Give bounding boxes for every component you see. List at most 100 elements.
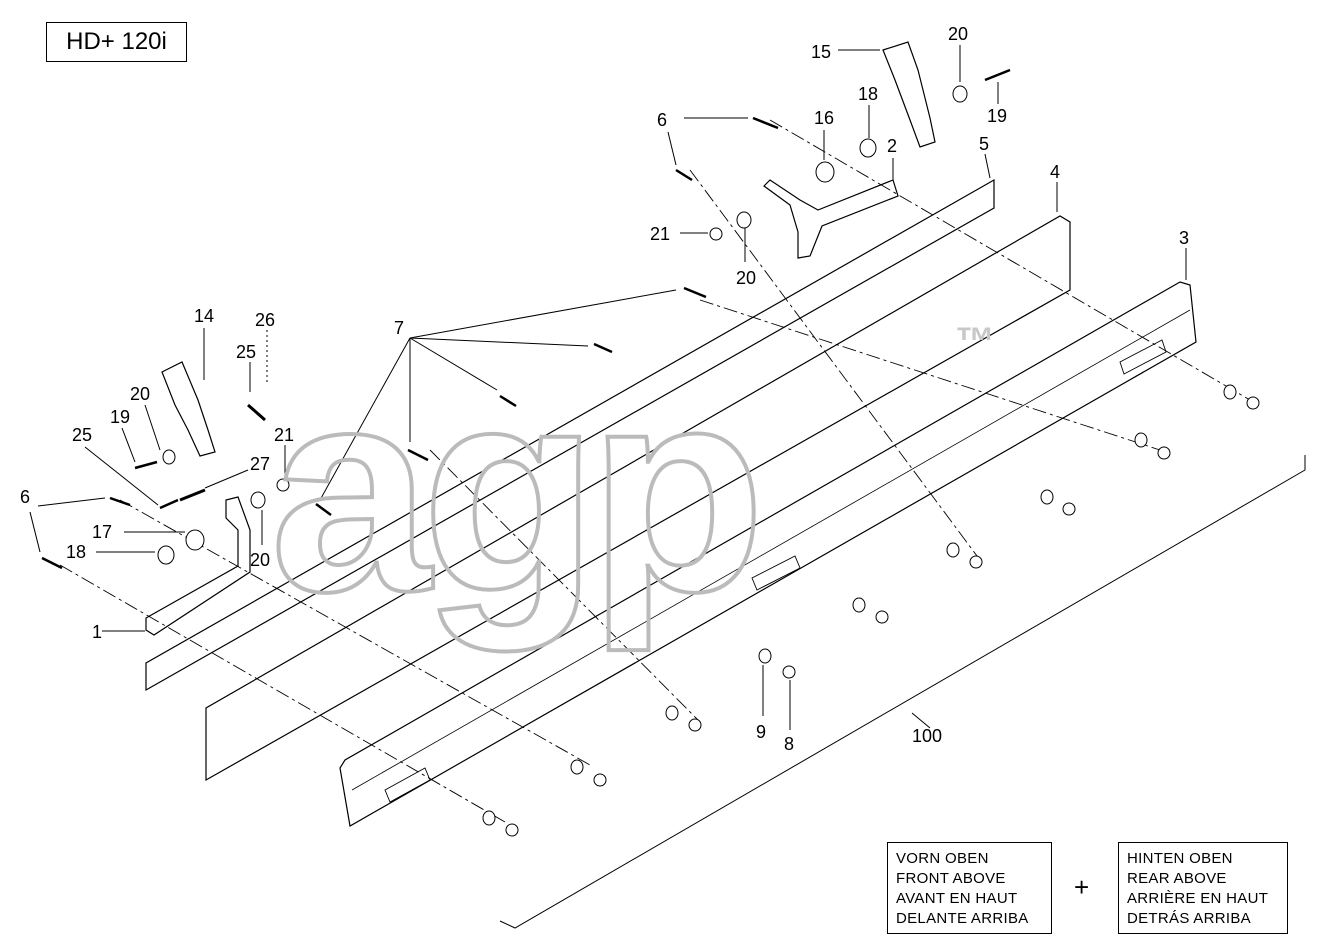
callout-8: 8 xyxy=(784,734,794,754)
leader-6b xyxy=(667,131,677,166)
callout-20: 20 xyxy=(948,24,968,44)
axis-line xyxy=(769,119,1251,401)
spring-icon xyxy=(815,161,835,183)
bolt-icon xyxy=(499,394,517,408)
callout-18: 18 xyxy=(66,542,86,562)
nut-icon xyxy=(709,227,723,241)
clip-icon xyxy=(247,403,266,422)
callout-16: 16 xyxy=(814,108,834,128)
axis-line xyxy=(429,449,701,723)
callout-4: 4 xyxy=(1050,162,1060,182)
nut-icon xyxy=(593,773,607,787)
part-3-slot-b xyxy=(751,555,801,591)
part-15-plate xyxy=(882,41,936,148)
callout-6: 6 xyxy=(20,487,30,507)
callout-7: 7 xyxy=(394,318,404,338)
legend-line: REAR ABOVE xyxy=(1127,870,1227,887)
part-2-bracket xyxy=(763,179,899,259)
nut-icon xyxy=(688,718,702,732)
legend-line: ARRIÈRE EN HAUT xyxy=(1127,890,1269,907)
callout-15: 15 xyxy=(811,42,831,62)
leader-27 xyxy=(204,469,249,489)
part-4-plate xyxy=(205,215,1071,782)
washer-icon xyxy=(1134,432,1148,448)
nut-icon xyxy=(505,823,519,837)
bushing-icon xyxy=(859,138,877,158)
spring-icon xyxy=(185,529,205,551)
bolt-icon xyxy=(407,448,429,462)
leader-7a xyxy=(409,289,677,339)
legend-rear-above: HINTEN OBEN REAR ABOVE ARRIÈRE EN HAUT D… xyxy=(1118,842,1288,934)
legend-line: DELANTE ARRIBA xyxy=(896,910,1029,927)
part-3-slot-c xyxy=(1119,339,1167,375)
callout-25: 25 xyxy=(72,425,92,445)
washer-icon xyxy=(952,85,968,103)
callout-19: 19 xyxy=(110,407,130,427)
washer-icon xyxy=(758,648,772,664)
leader-19b xyxy=(121,427,136,463)
callout-2: 2 xyxy=(887,136,897,156)
axis-line xyxy=(59,564,506,823)
part-1-bracket xyxy=(145,496,251,636)
washer-icon xyxy=(250,491,266,509)
leader-7b xyxy=(409,337,589,347)
callout-17: 17 xyxy=(92,522,112,542)
washer-icon xyxy=(736,211,752,229)
bolt-icon xyxy=(315,502,332,517)
bolt-icon xyxy=(593,342,613,354)
washer-icon xyxy=(1223,384,1237,400)
plus-sign: + xyxy=(1074,872,1090,902)
nut-icon xyxy=(1157,446,1171,460)
callout-27: 27 xyxy=(250,454,270,474)
bolt-icon xyxy=(134,460,158,470)
part-14-plate xyxy=(161,361,216,457)
part-3-channel xyxy=(339,281,1197,827)
model-title: HD+ 120i xyxy=(46,22,187,62)
callout-5: 5 xyxy=(979,134,989,154)
callout-20: 20 xyxy=(130,384,150,404)
leader-25b xyxy=(84,446,159,506)
callout-1: 1 xyxy=(92,622,102,642)
callout-20: 20 xyxy=(736,268,756,288)
callout-26: 26 xyxy=(255,310,275,330)
washer-icon xyxy=(665,705,679,721)
legend-line: VORN OBEN xyxy=(896,850,989,867)
callout-21: 21 xyxy=(650,224,670,244)
leader-6c xyxy=(37,497,106,507)
washer-icon xyxy=(570,759,584,775)
leader-7c xyxy=(409,337,498,391)
long-strip xyxy=(145,178,995,692)
callout-9: 9 xyxy=(756,722,766,742)
leader-100 xyxy=(911,712,931,729)
nut-icon xyxy=(1062,502,1076,516)
washer-icon xyxy=(946,542,960,558)
callout-20: 20 xyxy=(250,550,270,570)
leader-7e xyxy=(319,337,411,501)
watermark-trademark: ™ xyxy=(955,320,996,364)
nut-icon xyxy=(1246,396,1260,410)
nut-icon xyxy=(969,555,983,569)
legend-line: DETRÁS ARRIBA xyxy=(1127,910,1251,927)
washer-icon xyxy=(1040,489,1054,505)
legend-line: HINTEN OBEN xyxy=(1127,850,1233,867)
callout-19: 19 xyxy=(987,106,1007,126)
bolt-icon xyxy=(984,68,1011,82)
nut-icon xyxy=(276,478,290,492)
part-3-slot-a xyxy=(384,767,431,803)
bolt-icon xyxy=(675,168,693,182)
legend-line: FRONT ABOVE xyxy=(896,870,1006,887)
watermark-logo: agp xyxy=(270,328,756,653)
callout-6: 6 xyxy=(657,110,667,130)
callout-18: 18 xyxy=(858,84,878,104)
legend-front-above: VORN OBEN FRONT ABOVE AVANT EN HAUT DELA… xyxy=(887,842,1052,934)
callout-3: 3 xyxy=(1179,228,1189,248)
callout-100: 100 xyxy=(912,726,942,746)
axis-line xyxy=(119,499,591,766)
bushing-icon xyxy=(157,545,175,565)
spring-pin-icon xyxy=(179,488,206,502)
washer-icon xyxy=(852,597,866,613)
bolt-icon xyxy=(41,556,63,570)
nut-icon xyxy=(782,665,796,679)
leader-6d xyxy=(29,511,41,553)
